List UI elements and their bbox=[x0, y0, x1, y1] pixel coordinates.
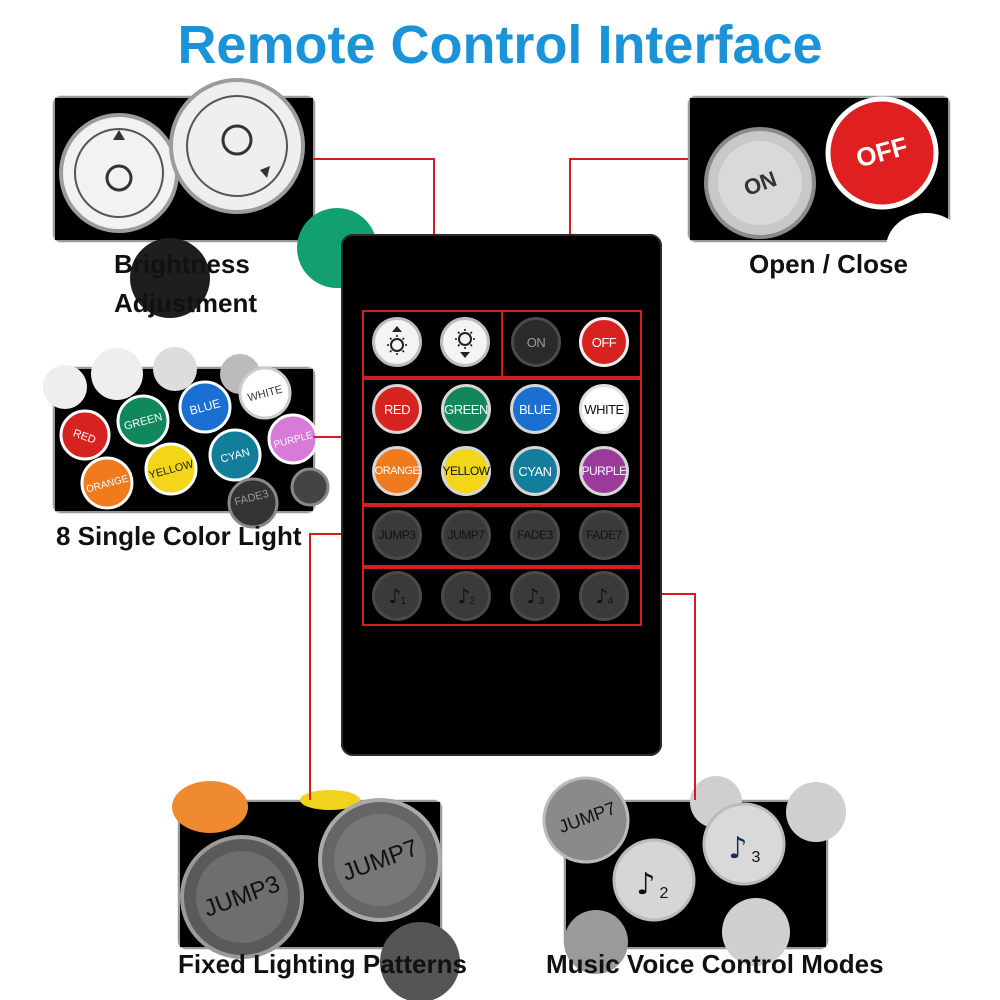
music-note-icon: ♪ bbox=[595, 584, 608, 608]
zoom-color-red: RED bbox=[59, 409, 111, 461]
power-zoom-image: ON OFF bbox=[690, 96, 966, 283]
svg-text:3: 3 bbox=[752, 849, 761, 866]
power-zoom-panel: ON OFF bbox=[688, 96, 966, 283]
remote-control: ON OFF RED GREEN BLUE WHITE ORANGE YELLO… bbox=[341, 234, 662, 756]
pattern-button-jump3[interactable]: JUMP3 bbox=[372, 510, 422, 560]
zoom-jump3: JUMP3 bbox=[180, 835, 304, 959]
color-button-blue[interactable]: BLUE bbox=[510, 384, 560, 434]
color-button-cyan[interactable]: CYAN bbox=[510, 446, 560, 496]
connector-music bbox=[641, 593, 695, 595]
brightness-label-line2: Adjustment bbox=[114, 288, 257, 318]
brightness-zoom-image bbox=[55, 78, 377, 318]
music-zoom-image: JUMP7 ♪ 2 ♪ 3 bbox=[542, 776, 846, 974]
svg-text:♪: ♪ bbox=[728, 831, 747, 866]
color-button-orange[interactable]: ORANGE bbox=[372, 446, 422, 496]
zoom-color-green: GREEN bbox=[116, 394, 170, 448]
zoom-jump7: JUMP7 bbox=[318, 798, 442, 922]
connector-power bbox=[570, 158, 688, 160]
zoom-color-white: WHITE bbox=[238, 366, 292, 420]
brightness-down-zoom-icon bbox=[59, 113, 179, 233]
pattern-button-jump7[interactable]: JUMP7 bbox=[441, 510, 491, 560]
brightness-group bbox=[362, 310, 503, 378]
brightness-label-line1: Brightness bbox=[114, 249, 250, 279]
music-modes-label: Music Voice Control Modes bbox=[546, 949, 884, 979]
connector-brightness bbox=[313, 158, 434, 160]
brightness-zoom-panel bbox=[53, 78, 377, 318]
connector-music-v bbox=[694, 593, 696, 800]
connector-colors bbox=[313, 436, 362, 438]
zoom-color-cyan: CYAN bbox=[208, 428, 262, 482]
color-button-white[interactable]: WHITE bbox=[579, 384, 629, 434]
color-button-purple[interactable]: PURPLE bbox=[579, 446, 629, 496]
power-off-button[interactable]: OFF bbox=[579, 317, 629, 367]
music-note-icon: ♪ bbox=[526, 584, 539, 608]
color-button-red[interactable]: RED bbox=[372, 384, 422, 434]
patterns-group: JUMP3 JUMP7 FADE3 FADE7 bbox=[362, 505, 642, 567]
zoom-color-yellow: YELLOW bbox=[144, 442, 198, 496]
music-note-icon: ♪ bbox=[388, 584, 401, 608]
zoom-music-2: ♪ 2 bbox=[612, 838, 696, 922]
power-group: ON OFF bbox=[501, 310, 642, 378]
music-button-1[interactable]: ♪1 bbox=[372, 571, 422, 621]
music-button-3[interactable]: ♪3 bbox=[510, 571, 560, 621]
brightness-up-zoom-icon bbox=[169, 78, 305, 214]
open-close-label: Open / Close bbox=[749, 249, 908, 279]
music-group: ♪1 ♪2 ♪3 ♪4 bbox=[362, 567, 642, 626]
patterns-zoom-image: JUMP3 JUMP7 bbox=[172, 781, 460, 1000]
color-group: RED GREEN BLUE WHITE ORANGE YELLOW CYAN … bbox=[362, 378, 642, 505]
single-color-label: 8 Single Color Light bbox=[56, 521, 302, 551]
page-title: Remote Control Interface bbox=[177, 15, 823, 75]
power-on-button[interactable]: ON bbox=[511, 317, 561, 367]
color-zoom-image: RED GREEN BLUE WHITE PURPLE CYAN YELLOW bbox=[43, 347, 330, 529]
zoom-color-purple: PURPLE bbox=[267, 413, 319, 465]
patterns-zoom-panel: JUMP3 JUMP7 bbox=[172, 781, 460, 1000]
fixed-patterns-label: Fixed Lighting Patterns bbox=[178, 949, 467, 979]
music-button-2[interactable]: ♪2 bbox=[441, 571, 491, 621]
zoom-color-orange: ORANGE bbox=[80, 456, 134, 510]
brightness-down-button[interactable] bbox=[372, 317, 422, 367]
connector-patterns bbox=[309, 533, 363, 535]
zoom-color-blue: BLUE bbox=[178, 380, 232, 434]
color-zoom-panel: RED GREEN BLUE WHITE PURPLE CYAN YELLOW bbox=[43, 347, 330, 529]
zoom-music-3: ♪ 3 bbox=[702, 802, 786, 886]
color-button-green[interactable]: GREEN bbox=[441, 384, 491, 434]
music-zoom-panel: JUMP7 ♪ 2 ♪ 3 bbox=[542, 776, 846, 974]
zoom-music-jump7: JUMP7 bbox=[542, 776, 630, 864]
svg-text:♪: ♪ bbox=[636, 867, 655, 902]
brightness-up-button[interactable] bbox=[440, 317, 490, 367]
zoom-pattern-fade3: FADE3 bbox=[227, 477, 279, 529]
pattern-button-fade7[interactable]: FADE7 bbox=[579, 510, 629, 560]
svg-text:2: 2 bbox=[660, 885, 669, 902]
color-button-yellow[interactable]: YELLOW bbox=[441, 446, 491, 496]
pattern-button-fade3[interactable]: FADE3 bbox=[510, 510, 560, 560]
brightness-down-icon bbox=[387, 326, 407, 355]
music-button-4[interactable]: ♪4 bbox=[579, 571, 629, 621]
connector-patterns-v bbox=[309, 533, 311, 800]
music-note-icon: ♪ bbox=[457, 584, 470, 608]
brightness-up-icon bbox=[455, 329, 475, 358]
